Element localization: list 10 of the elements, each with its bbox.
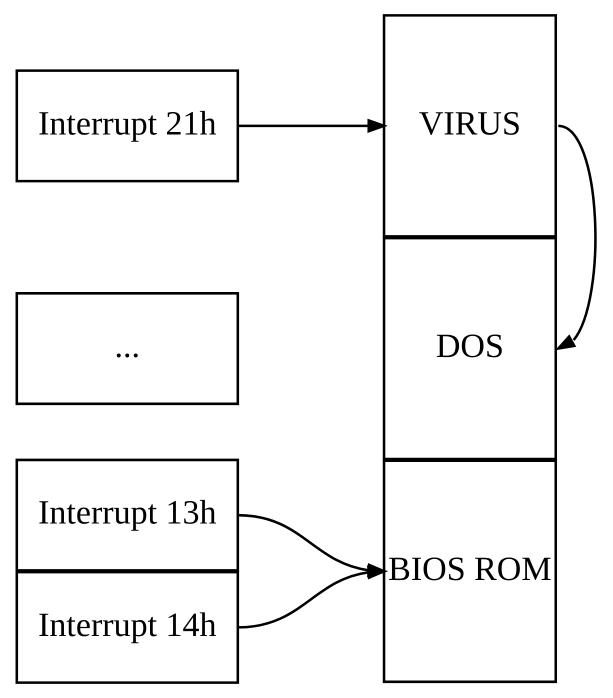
arrow (238, 118, 388, 133)
node-box: ... (16, 292, 240, 406)
arrow (238, 565, 388, 629)
node-box: Interrupt 13h (16, 458, 240, 572)
node-box: VIRUS (382, 14, 558, 238)
arrow (554, 124, 597, 350)
node-box: BIOS ROM (382, 460, 558, 684)
node-box: Interrupt 14h (16, 570, 240, 684)
node-box: DOS (382, 236, 558, 460)
node-box: Interrupt 21h (16, 69, 240, 182)
